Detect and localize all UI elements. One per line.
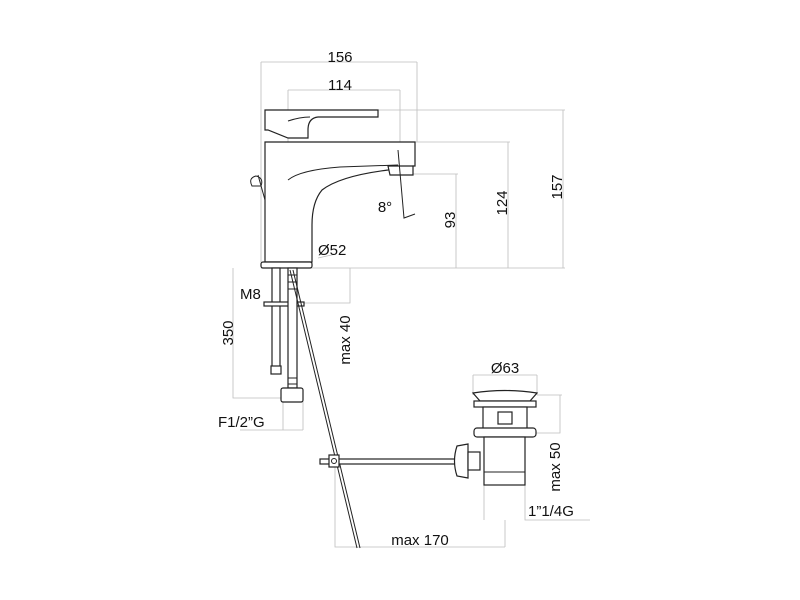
dim-outlet-height: 93 — [442, 212, 459, 229]
dim-spout-angle: 8° — [378, 199, 392, 216]
faucet-body — [250, 109, 416, 269]
supply-hoses — [263, 267, 305, 403]
dim-stud-thread: M8 — [240, 286, 261, 303]
dim-height-total: 157 — [549, 174, 566, 199]
dim-hose-length: 350 — [220, 320, 237, 345]
dim-rod-reach: max 170 — [391, 532, 449, 549]
drain-assembly — [289, 269, 539, 549]
dimension-lines — [232, 61, 590, 548]
dim-drain-thread: 1”1/4G — [528, 503, 574, 520]
dim-drain-max: max 50 — [547, 442, 564, 491]
dim-width-total: 156 — [327, 49, 352, 66]
dim-spout-height: 124 — [494, 190, 511, 215]
dim-plug-diameter: Ø63 — [491, 360, 519, 377]
dim-base-diameter: Ø52 — [318, 242, 346, 259]
dim-max-deck: max 40 — [337, 315, 354, 364]
dim-connection: F1/2”G — [218, 414, 265, 431]
dim-spout-reach: 114 — [328, 77, 352, 94]
dimension-labels: 156 114 157 124 93 8° Ø52 M8 350 max 40 … — [218, 49, 574, 549]
